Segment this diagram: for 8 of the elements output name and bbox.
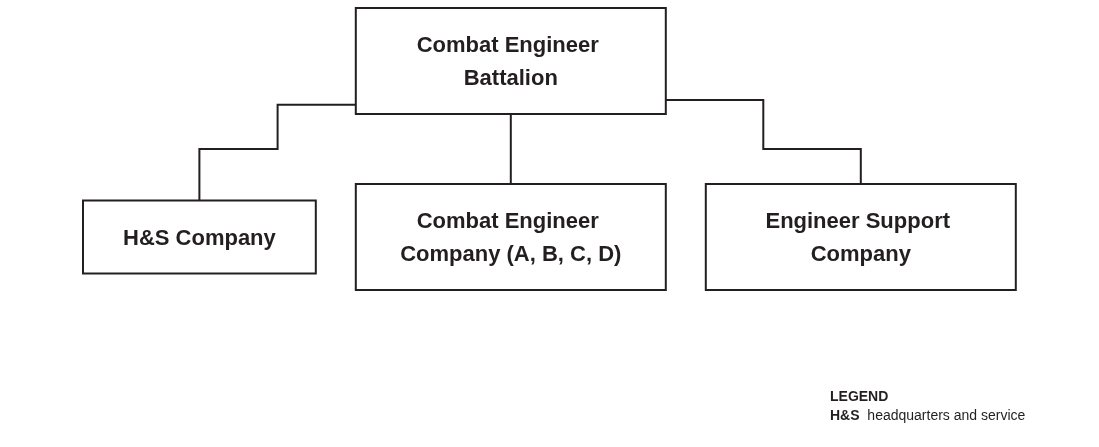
abbreviation-meaning: headquarters and service [867,407,1026,423]
node-box: H&S Company [82,199,317,275]
node-box: Combat Engineer Company (A, B, C, D) [354,183,667,291]
node-box: Engineer Support Company [704,183,1017,291]
legend-heading: LEGEND [830,388,890,404]
node-box: Combat Engineer Battalion [354,7,667,115]
connector [509,113,512,185]
abbreviation: H&S [830,407,860,423]
